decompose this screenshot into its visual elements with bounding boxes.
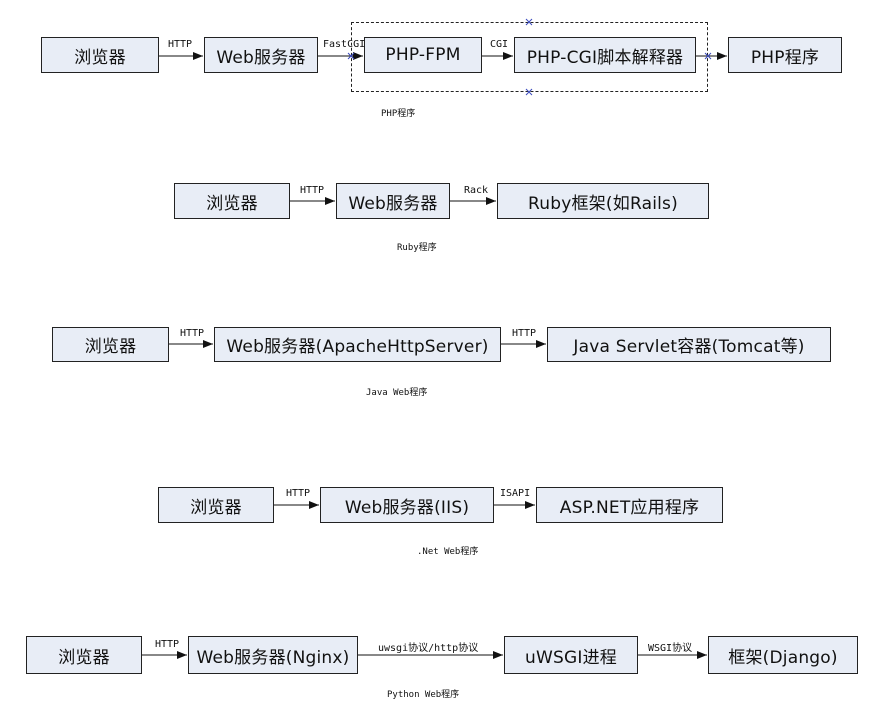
node-django-framework: 框架(Django) <box>708 636 858 674</box>
selection-markers <box>347 18 712 96</box>
node-ruby-framework: Ruby框架(如Rails) <box>497 183 709 219</box>
node-web-server-nginx: Web服务器(Nginx) <box>188 636 358 674</box>
edge-label-http-java-2: HTTP <box>512 328 537 339</box>
node-java-servlet-container: Java Servlet容器(Tomcat等) <box>547 327 831 362</box>
node-asp-net-app: ASP.NET应用程序 <box>536 487 723 523</box>
edge-label-cgi: CGI <box>490 39 509 50</box>
edge-label-http-net: HTTP <box>286 488 311 499</box>
node-php-fpm: PHP-FPM <box>364 37 482 73</box>
edge-label-rack: Rack <box>464 185 489 196</box>
node-web-server-php: Web服务器 <box>204 37 318 73</box>
node-web-server-iis: Web服务器(IIS) <box>320 487 494 523</box>
node-browser-ruby: 浏览器 <box>174 183 290 219</box>
node-browser-net: 浏览器 <box>158 487 274 523</box>
node-browser-python: 浏览器 <box>26 636 142 674</box>
edge-label-http-php: HTTP <box>168 39 193 50</box>
edge-label-isapi: ISAPI <box>500 488 531 499</box>
node-web-server-apache: Web服务器(ApacheHttpServer) <box>214 327 501 362</box>
node-web-server-ruby: Web服务器 <box>336 183 450 219</box>
caption-net: .Net Web程序 <box>417 547 479 557</box>
caption-python: Python Web程序 <box>387 690 460 700</box>
edge-label-uwsgi-http: uwsgi协议/http协议 <box>378 643 479 654</box>
edge-label-wsgi: WSGI协议 <box>648 643 693 654</box>
edge-label-http-java-1: HTTP <box>180 328 205 339</box>
node-php-program: PHP程序 <box>728 37 842 73</box>
edge-label-http-python: HTTP <box>155 639 180 650</box>
caption-php: PHP程序 <box>381 109 416 119</box>
node-uwsgi-process: uWSGI进程 <box>504 636 638 674</box>
caption-ruby: Ruby程序 <box>397 243 437 253</box>
node-browser-java: 浏览器 <box>52 327 169 362</box>
caption-java: Java Web程序 <box>366 388 428 398</box>
node-browser-php: 浏览器 <box>41 37 159 73</box>
node-php-cgi-interpreter: PHP-CGI脚本解释器 <box>514 37 696 73</box>
edge-label-http-ruby: HTTP <box>300 185 325 196</box>
edge-label-fastcgi: FastCGI <box>323 39 366 50</box>
